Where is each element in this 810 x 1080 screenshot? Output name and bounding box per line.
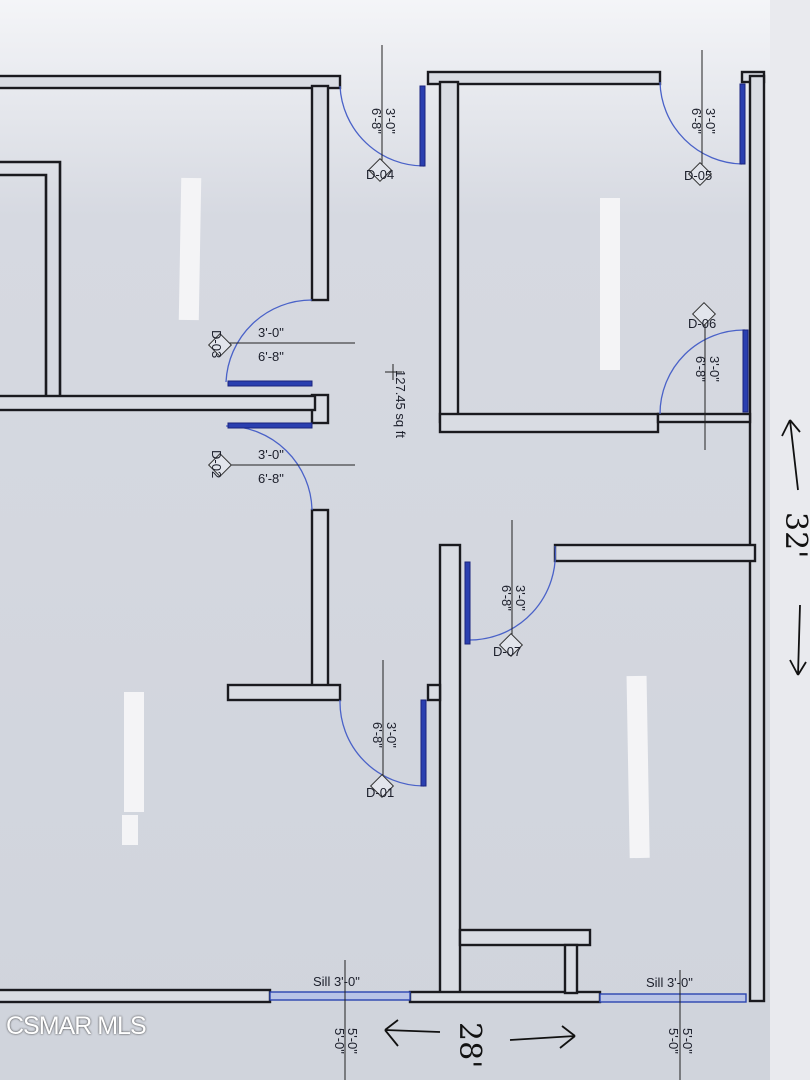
svg-text:D-02: D-02 [209,450,224,478]
area-label: 127.45 sq ft [393,370,408,438]
window-2-height: 5'-0" [666,1028,681,1054]
svg-text:D-01: D-01 [366,785,394,800]
handwritten-width: 28' [384,1019,576,1068]
svg-text:3'-0": 3'-0" [513,585,528,611]
svg-text:32': 32' [778,512,810,558]
window-2 [599,993,747,1003]
window-1-sill: Sill 3'-0" [313,974,360,989]
svg-text:28': 28' [452,1022,487,1068]
svg-text:D-04: D-04 [366,167,394,182]
window-1-width: 5'-0" [345,1028,360,1054]
svg-text:3'-0": 3'-0" [383,108,398,134]
svg-text:6'-8": 6'-8" [499,585,514,611]
svg-text:3'-0": 3'-0" [384,722,399,748]
svg-text:D-07: D-07 [493,644,521,659]
door-d-05: 3'-0" 6'-8" D-05 [659,50,746,187]
door-d-02: 3'-0" 6'-8" D-02 [207,422,355,511]
svg-text:3'-0": 3'-0" [703,108,718,134]
door-d-03: 3'-0" 6'-8" D-03 [207,299,355,387]
svg-text:6'-8": 6'-8" [689,108,704,134]
svg-text:6'-8": 6'-8" [370,722,385,748]
window-2-width: 5'-0" [680,1028,695,1054]
svg-text:D-06: D-06 [688,316,716,331]
handwritten-depth: 32' [778,419,810,676]
svg-text:6'-8": 6'-8" [693,356,708,382]
svg-text:6'-8": 6'-8" [369,108,384,134]
svg-text:D-05: D-05 [684,168,712,183]
svg-text:6'-8": 6'-8" [258,349,284,364]
svg-text:3'-0": 3'-0" [258,325,284,340]
svg-text:3'-0": 3'-0" [707,356,722,382]
svg-text:6'-8": 6'-8" [258,471,284,486]
paper-edge [770,0,810,1080]
door-d-06: 3'-0" 6'-8" D-06 [659,301,749,450]
redacted-labels [122,177,650,859]
svg-text:3'-0": 3'-0" [258,447,284,462]
mls-watermark: CSMAR MLS [6,1012,147,1040]
walls [0,70,766,1004]
window-2-sill: Sill 3'-0" [646,975,693,990]
door-d-04: 3'-0" 6'-8" D-04 [339,45,426,183]
window-1-height: 5'-0" [332,1028,347,1054]
svg-text:D-03: D-03 [209,330,224,358]
window-1 [269,991,411,1001]
door-d-07: 3'-0" 6'-8" D-07 [464,520,557,659]
door-d-01: 3'-0" 6'-8" D-01 [339,660,427,800]
